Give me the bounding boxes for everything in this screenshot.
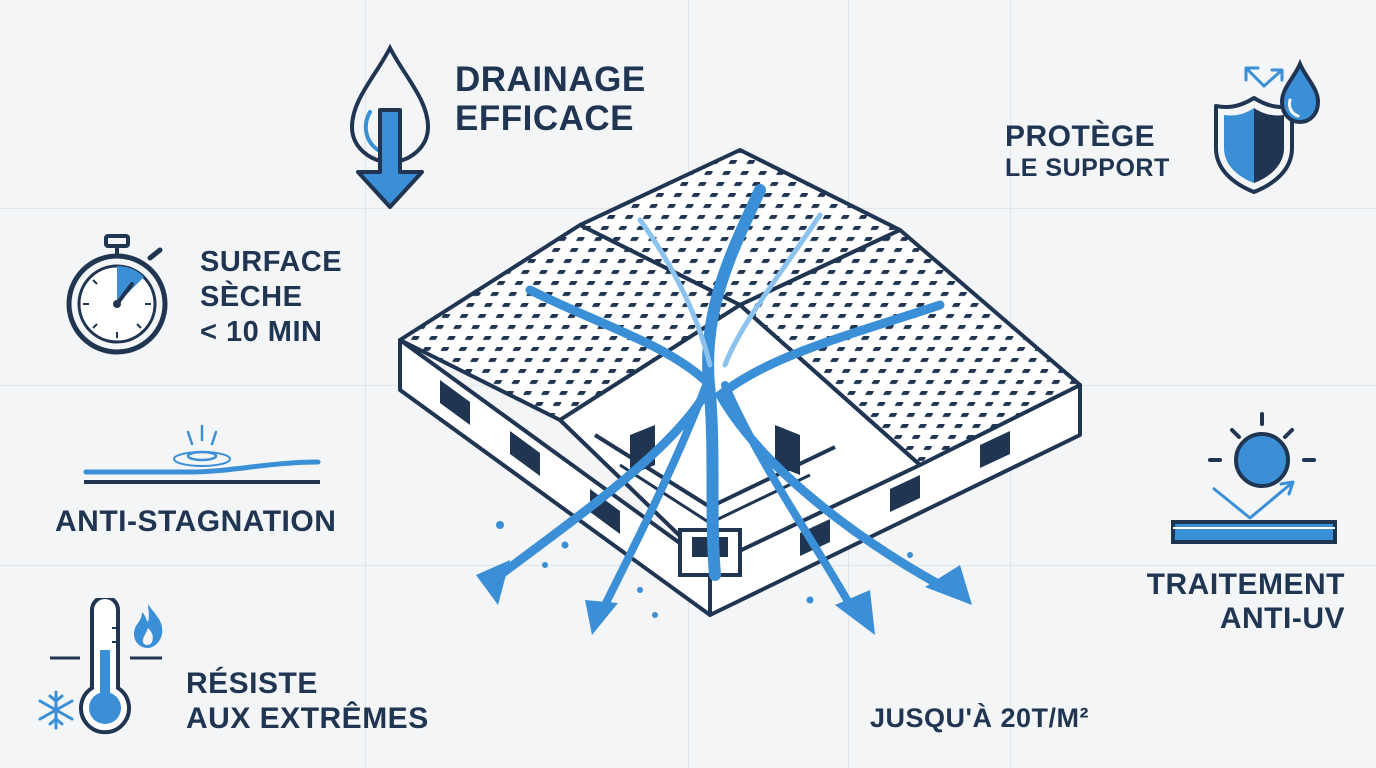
- water-stream: [721, 381, 854, 609]
- grid-line: [365, 0, 366, 768]
- feature-protect-line1: PROTÈGE: [1005, 120, 1156, 153]
- feature-dry: SURFACE SÈCHE < 10 MIN: [200, 245, 342, 349]
- sun-reflection-icon: [1171, 412, 1337, 544]
- feature-extremes: RÉSISTE AUX EXTRÊMES: [186, 667, 429, 736]
- water-stream: [702, 184, 766, 581]
- feature-dry-line1: SURFACE: [200, 246, 343, 278]
- shield-drop-icon: [1214, 58, 1321, 194]
- arrowhead: [585, 600, 618, 635]
- feature-extremes-line2: AUX EXTRÊMES: [186, 701, 429, 735]
- feature-uv-line1: TRAITEMENT: [1146, 568, 1345, 601]
- feature-extremes-line1: RÉSISTE: [186, 667, 318, 700]
- water-stream: [714, 300, 945, 590]
- flame-icon: [134, 604, 163, 648]
- snowflake-icon: [38, 690, 74, 730]
- feature-drainage-line1: DRAINAGE: [455, 60, 646, 99]
- feature-stagnation: ANTI-STAGNATION: [55, 505, 336, 539]
- water-stream: [596, 371, 714, 619]
- feature-uv: TRAITEMENT ANTI-UV: [1135, 568, 1345, 635]
- water-drop-arrow-icon: [349, 43, 431, 209]
- arrowhead: [476, 560, 510, 605]
- feature-dry-line3: < 10 MIN: [200, 315, 323, 348]
- tile-top-front: [558, 303, 922, 567]
- feature-protect-line2: LE SUPPORT: [1005, 153, 1170, 182]
- feature-load: JUSQU'À 20T/M²: [870, 703, 1089, 733]
- thermometer-icon: [50, 598, 162, 735]
- feature-load-line1: JUSQU'À 20T/M²: [870, 703, 1089, 733]
- drainage-tile-diagram: [398, 148, 1082, 635]
- stopwatch-icon: [66, 234, 168, 355]
- splash-surface-icon: [83, 424, 321, 484]
- arrowhead: [835, 590, 875, 635]
- feature-drainage: DRAINAGE EFFICACE: [455, 60, 646, 138]
- feature-dry-line2: SÈCHE: [200, 280, 303, 313]
- feature-uv-line2: ANTI-UV: [1219, 601, 1345, 635]
- feature-protect: PROTÈGE LE SUPPORT: [1005, 120, 1170, 182]
- feature-stagnation-line1: ANTI-STAGNATION: [55, 505, 337, 538]
- arrowhead: [925, 565, 972, 605]
- feature-drainage-line2: EFFICACE: [455, 99, 634, 139]
